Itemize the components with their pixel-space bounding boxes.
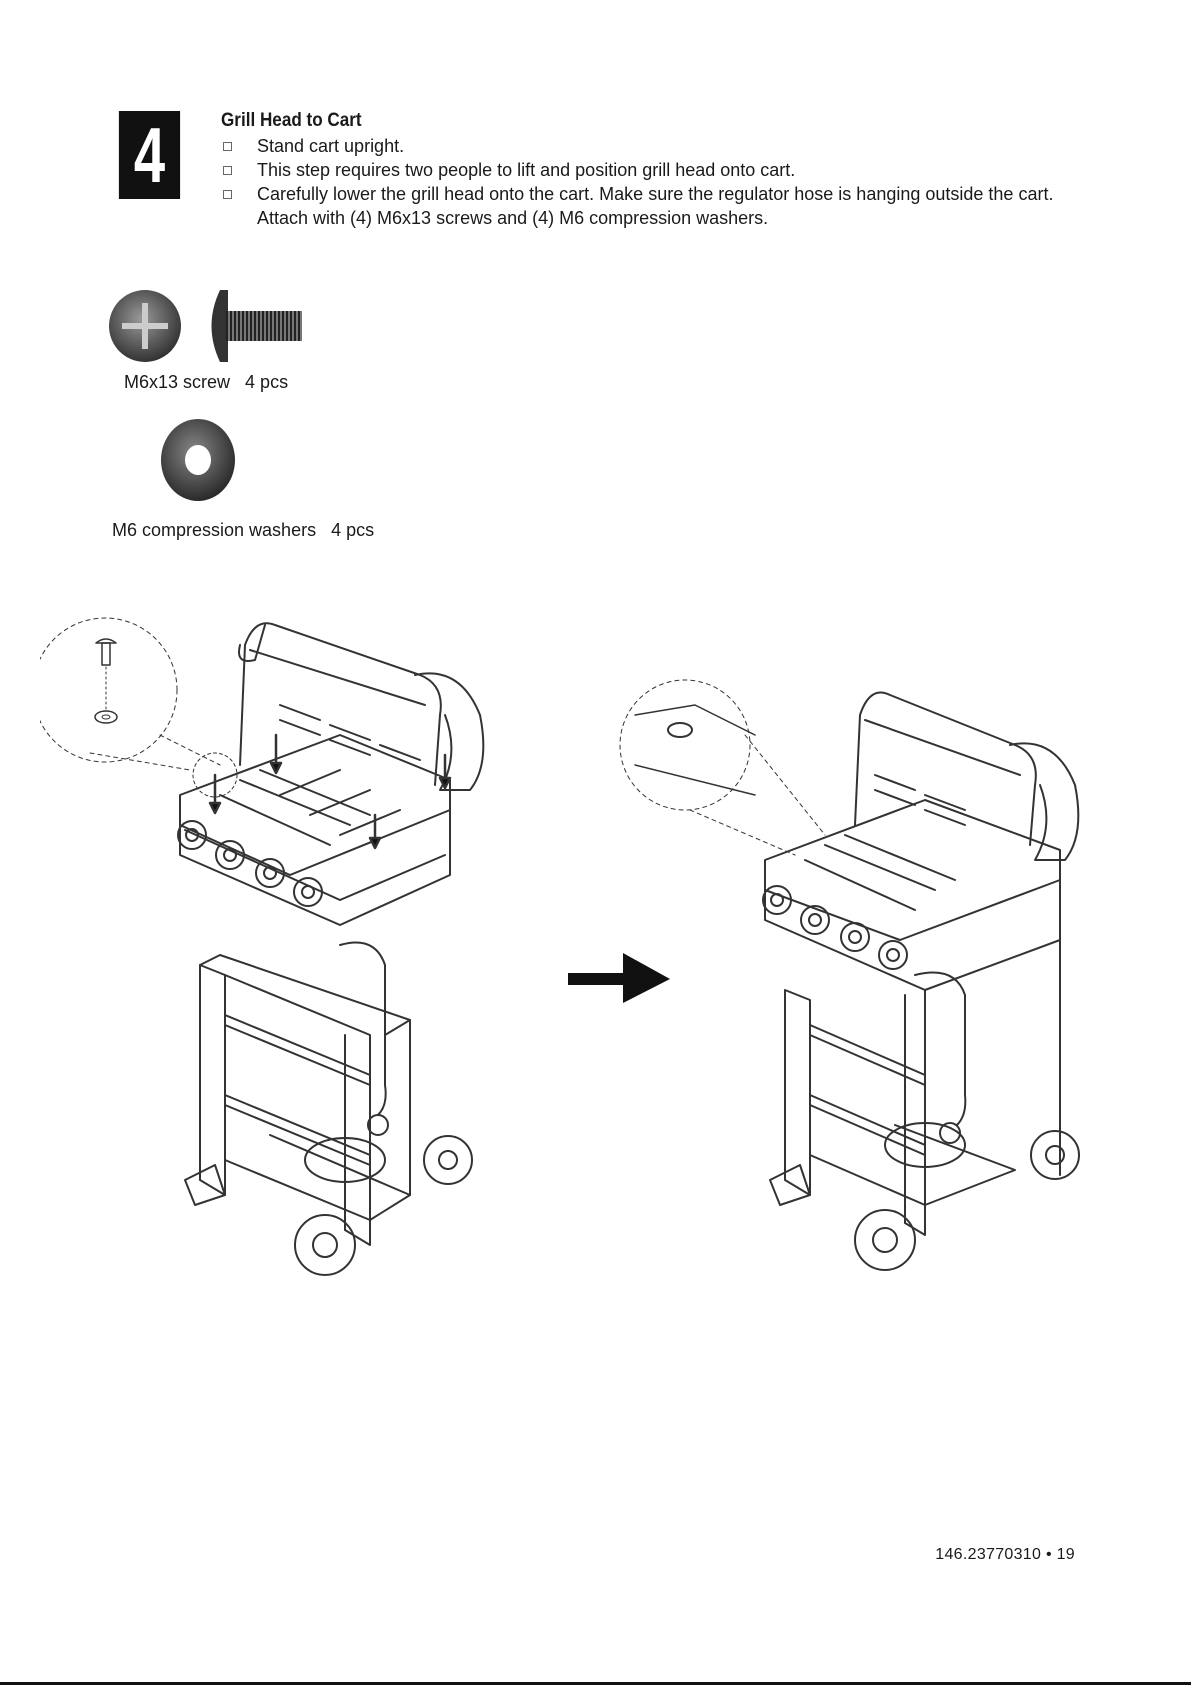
washer-icon	[161, 419, 235, 501]
screw-icon	[109, 290, 302, 362]
detail-washer-icon	[667, 722, 693, 738]
instruction-list: Stand cart upright. This step requires t…	[221, 134, 1081, 230]
grill-assembly-before-illustration	[40, 617, 485, 1276]
down-arrow-icons	[208, 733, 452, 850]
right-arrow-icon	[568, 953, 670, 1003]
grill-assembly-after-illustration	[619, 679, 1080, 1271]
instruction-item: Stand cart upright.	[221, 134, 1081, 158]
instruction-item: This step requires two people to lift an…	[221, 158, 1081, 182]
page-number: 146.23770310 • 19	[935, 1546, 1075, 1563]
checkbox-bullet-icon	[223, 190, 232, 199]
step-number-badge: 4	[118, 111, 181, 199]
detail-screw-icon	[94, 638, 118, 724]
checkbox-bullet-icon	[223, 142, 232, 151]
bottom-rule	[0, 1682, 1191, 1685]
checkbox-bullet-icon	[223, 166, 232, 175]
part-label-washer: M6 compression washers 4 pcs	[112, 520, 375, 540]
part-label-screw: M6x13 screw 4 pcs	[124, 372, 289, 392]
instruction-item: Carefully lower the grill head onto the …	[221, 182, 1081, 230]
step-title: Grill Head to Cart	[221, 110, 362, 131]
instruction-continuation: Attach with (4) M6x13 screws and (4) M6 …	[257, 208, 769, 228]
